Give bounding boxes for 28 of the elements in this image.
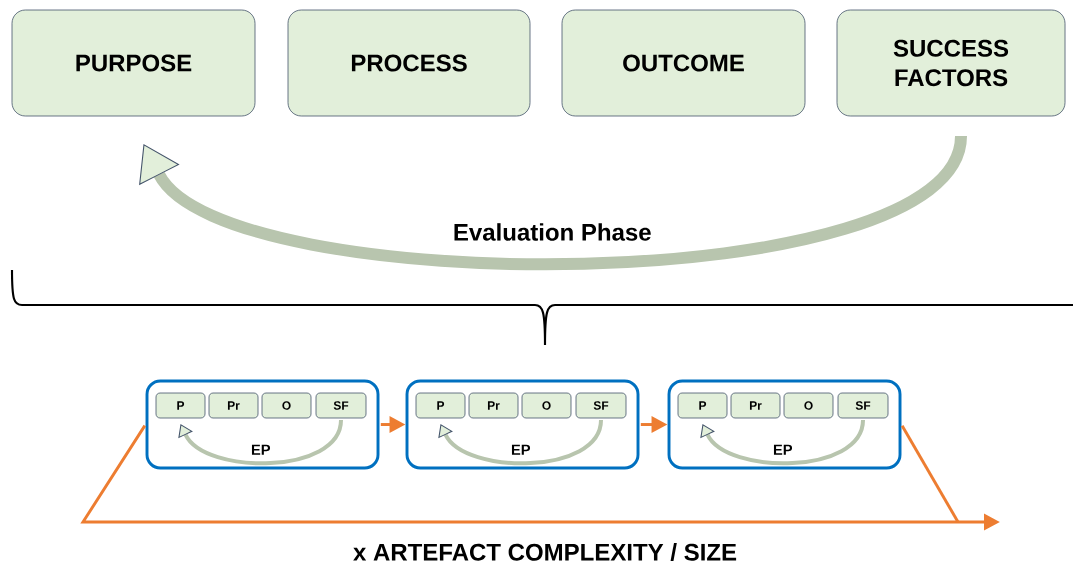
stage-box: [667, 379, 902, 470]
category-box: PROCESS: [287, 9, 531, 117]
curved-arrow: [139, 133, 967, 270]
edge-label: EP: [511, 444, 531, 455]
label-box: P: [155, 392, 206, 419]
label-box: SF: [575, 392, 627, 419]
curved-arrow: [700, 419, 865, 466]
curved-arrow: [178, 419, 343, 466]
stage-box: [145, 379, 380, 470]
edge-label: EP: [773, 444, 793, 455]
label-box: O: [521, 392, 572, 419]
axis-label: x ARTEFACT COMPLEXITY / SIZE: [353, 543, 737, 561]
category-box: OUTCOME: [561, 9, 806, 117]
label-box: Pr: [468, 392, 519, 419]
label-box: Pr: [730, 392, 781, 419]
label-box: O: [261, 392, 312, 419]
curved-arrow: [438, 419, 603, 466]
label-box: P: [677, 392, 728, 419]
category-box: PURPOSE: [11, 9, 256, 117]
edge-label: Evaluation Phase: [454, 223, 651, 241]
category-box: SUCCESS FACTORS: [836, 9, 1066, 117]
label-box: SF: [315, 392, 367, 419]
edge-label: EP: [251, 444, 271, 455]
stage-box: [405, 379, 640, 470]
label-box: SF: [837, 392, 889, 419]
label-box: O: [783, 392, 834, 419]
label-box: Pr: [208, 392, 259, 419]
label-box: P: [415, 392, 466, 419]
